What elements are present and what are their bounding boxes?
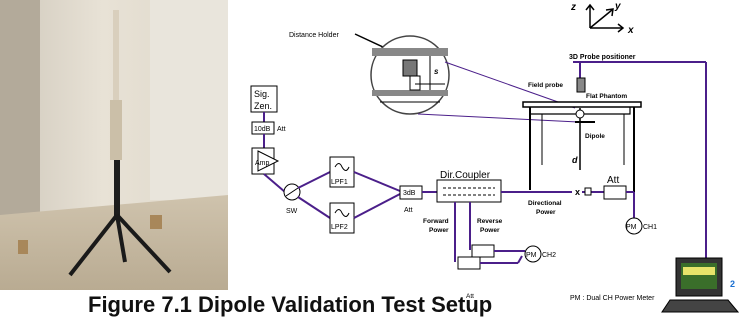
magnified-detail bbox=[370, 35, 450, 115]
lpf2-box bbox=[329, 202, 355, 234]
figure-caption: Figure 7.1 Dipole Validation Test Setup bbox=[88, 292, 493, 317]
d-label: d bbox=[572, 155, 578, 165]
dipole-tripod-photo bbox=[0, 0, 228, 290]
computer-icon bbox=[661, 257, 739, 313]
directional-power-label-1: Directional bbox=[528, 200, 562, 207]
pm-ch2-label-b: CH2 bbox=[542, 252, 556, 259]
forward-power-label-2: Power bbox=[429, 227, 449, 234]
flat-phantom-table bbox=[522, 101, 642, 200]
axis-y-label: y bbox=[614, 1, 621, 12]
distance-holder-label: Distance Holder bbox=[289, 32, 339, 39]
probe-positioner-label: 3D Probe positioner bbox=[569, 54, 636, 61]
att-3db-unit: Att bbox=[404, 207, 413, 214]
pm-ch2-label-a: PM bbox=[526, 252, 537, 259]
pm-ch2-icon bbox=[524, 245, 542, 263]
tripod-icon bbox=[68, 10, 172, 277]
pm-ch1-label-b: CH1 bbox=[643, 224, 657, 231]
dipole-icon bbox=[575, 108, 595, 170]
amp-label: Amp bbox=[255, 160, 270, 167]
reverse-power-label-2: Power bbox=[480, 227, 500, 234]
pm-ch1-label-a: PM bbox=[626, 224, 637, 231]
sig-gen-label-2: Zen. bbox=[254, 101, 272, 111]
att-reverse-box bbox=[471, 244, 495, 258]
axis-z-label: z bbox=[570, 2, 576, 13]
att-right-label: Att bbox=[607, 175, 619, 186]
sw-label: SW bbox=[286, 208, 298, 215]
att-10db-label: 10dB bbox=[254, 126, 271, 133]
pm-ch1-icon bbox=[625, 217, 643, 235]
sig-gen-label-1: Sig. bbox=[254, 89, 270, 99]
flat-phantom-label: Flat Phantom bbox=[586, 93, 627, 100]
field-probe-label: Field probe bbox=[528, 82, 563, 89]
att-right-box bbox=[603, 185, 627, 200]
forward-power-label-1: Forward bbox=[423, 218, 449, 225]
lpf2-label: LPF2 bbox=[331, 224, 348, 231]
directional-power-label-2: Power bbox=[536, 209, 556, 216]
att-10db-unit: Att bbox=[277, 126, 286, 133]
att-forward-box bbox=[457, 256, 481, 270]
field-probe-body bbox=[576, 77, 586, 93]
att-3db-label: 3dB bbox=[403, 190, 416, 197]
x-mark: x bbox=[575, 187, 580, 197]
coordinate-axes-icon bbox=[585, 3, 625, 33]
pm-legend: PM : Dual CH Power Meter bbox=[570, 295, 655, 302]
corner-mark: 2 bbox=[730, 279, 735, 289]
lpf1-label: LPF1 bbox=[331, 179, 348, 186]
dir-coupler-label: Dir.Coupler bbox=[440, 170, 491, 181]
dir-coupler-box bbox=[436, 179, 502, 203]
s-label: s bbox=[434, 67, 439, 76]
reverse-power-label-1: Reverse bbox=[477, 218, 503, 225]
lpf1-box bbox=[329, 156, 355, 188]
axis-x-label: x bbox=[627, 25, 634, 36]
att-bottom-label: Att bbox=[466, 293, 474, 300]
dipole-label: Dipole bbox=[585, 133, 605, 140]
